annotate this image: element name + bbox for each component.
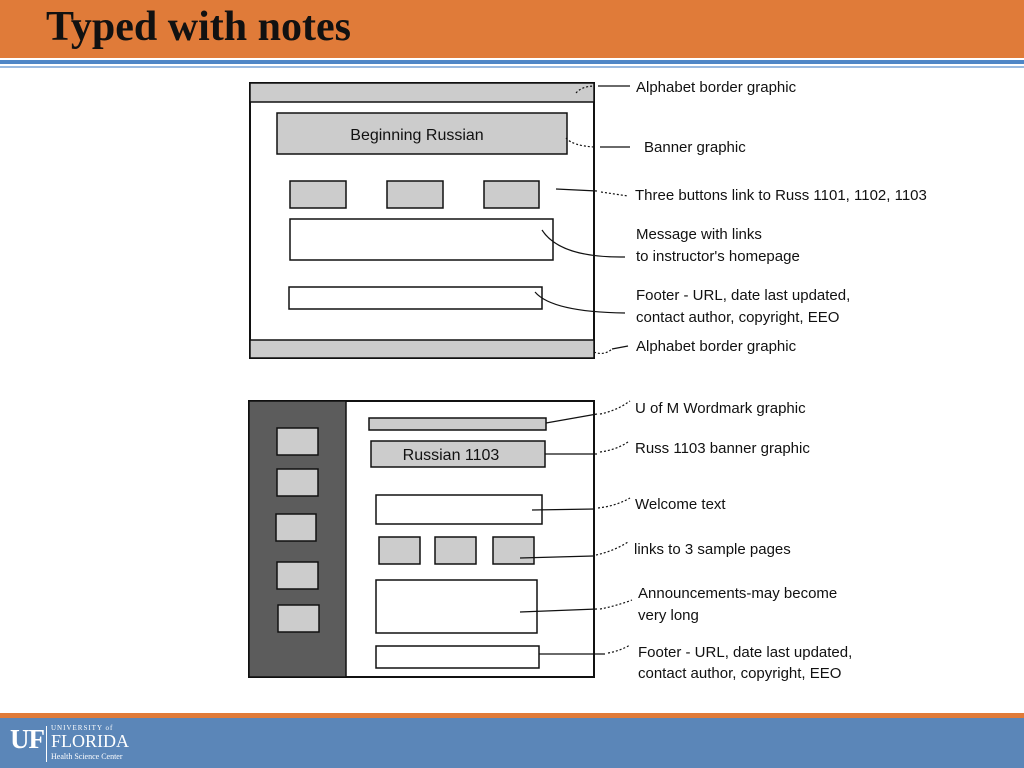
- wireframe-1-bottom-border-graphic: [249, 339, 595, 359]
- wf1-note-top-border: Alphabet border graphic: [636, 79, 797, 96]
- wf2-note-announcements-2: very long: [638, 607, 699, 624]
- wireframe-1-button-1: [289, 180, 347, 209]
- wf2-note-wordmark: U of M Wordmark graphic: [635, 400, 806, 417]
- wireframe-1-banner-text: Beginning Russian: [350, 127, 483, 144]
- logo-uf: UF: [10, 724, 45, 754]
- wf1-note-footer-2: contact author, copyright, EEO: [636, 309, 839, 326]
- wf2-note-announcements-1: Announcements-may become: [638, 585, 837, 602]
- wireframe-1-top-border-graphic: [249, 82, 595, 103]
- wireframe-2-footer-box: [375, 645, 540, 669]
- wireframe-2-announcements-box: [375, 579, 538, 634]
- wf2-note-footer-1: Footer - URL, date last updated,: [638, 644, 852, 661]
- wf1-note-bottom-border: Alphabet border graphic: [636, 338, 797, 355]
- wf1-note-buttons: Three buttons link to Russ 1101, 1102, 1…: [635, 187, 927, 204]
- wireframe-1-message-box: [289, 218, 554, 261]
- wireframe-2-sidebar-button-4: [276, 561, 319, 590]
- wireframe-1-button-3: [483, 180, 540, 209]
- header-rule-thin: [0, 66, 1024, 68]
- wireframe-1-button-2: [386, 180, 444, 209]
- wf1-note-message-1: Message with links: [636, 226, 762, 243]
- slide-title: Typed with notes: [46, 4, 351, 50]
- wireframe-2-sidebar-button-1: [276, 427, 319, 456]
- wireframe-1-connectors: [534, 85, 630, 355]
- wf2-note-banner: Russ 1103 banner graphic: [635, 440, 810, 457]
- wireframe-2-sidebar-button-3: [275, 513, 317, 542]
- wireframe-2-sidebar-button-2: [276, 468, 319, 497]
- header-rule: [0, 60, 1024, 64]
- wireframe-2-welcome-box: [375, 494, 543, 525]
- header-bar: [0, 0, 1024, 58]
- wf2-note-welcome: Welcome text: [635, 496, 726, 513]
- wireframe-2-sidebar-button-5: [277, 604, 320, 633]
- wf1-note-banner: Banner graphic: [644, 139, 746, 156]
- wireframe-1-banner-graphic: [276, 112, 568, 155]
- wf2-note-footer-2: contact author, copyright, EEO: [638, 665, 841, 682]
- wireframe-2-link-button-1: [378, 536, 421, 565]
- wireframe-2-link-button-2: [434, 536, 477, 565]
- wireframe-1-footer-box: [288, 286, 543, 310]
- wf1-note-message-2: to instructor's homepage: [636, 248, 800, 265]
- wf2-note-links: links to 3 sample pages: [634, 541, 791, 558]
- footer-accent-stripe: [0, 713, 1024, 718]
- footer-bar: [0, 718, 1024, 768]
- logo-florida: FLORIDA: [51, 731, 130, 751]
- wireframe-2: [248, 400, 595, 678]
- wireframe-2-link-button-3: [492, 536, 535, 565]
- wf1-note-footer-1: Footer - URL, date last updated,: [636, 287, 850, 304]
- wireframe-2-connectors: [519, 400, 633, 655]
- wireframe-1: [249, 82, 595, 359]
- logo-health-science-center: Health Science Center: [51, 752, 123, 761]
- logo-university: UNIVERSITY of: [51, 724, 114, 732]
- wireframe-2-banner-text: Russian 1103: [403, 447, 500, 464]
- wireframe-2-wordmark-graphic: [368, 417, 547, 431]
- logo-divider: [46, 726, 47, 762]
- uf-logo: UF UNIVERSITY of FLORIDA Health Science …: [10, 723, 150, 765]
